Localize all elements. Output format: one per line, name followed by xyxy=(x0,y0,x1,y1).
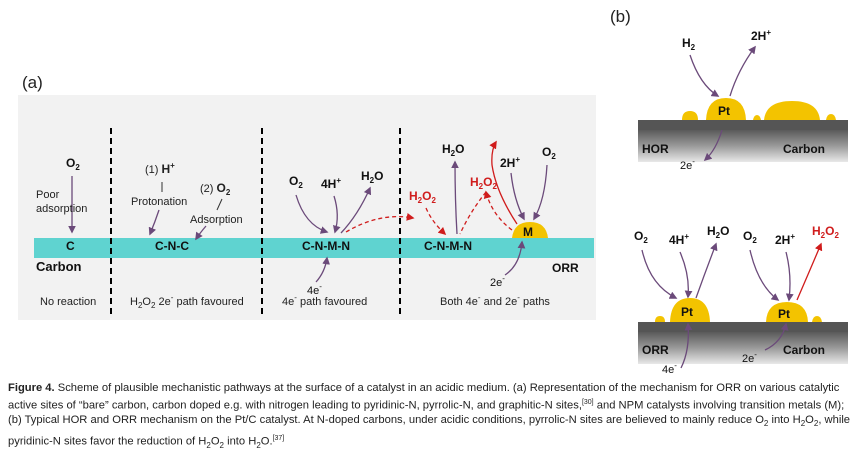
panel-a-label: (a) xyxy=(22,73,43,92)
e-arrow xyxy=(703,129,723,162)
h2o2-label-left: H2O2 xyxy=(409,189,436,205)
o2-arrow xyxy=(195,225,207,241)
site-cnc: C-N-C xyxy=(155,239,189,253)
red-dashed-arrow-2 xyxy=(483,190,513,231)
figure-caption: Figure 4. Scheme of plausible mechanisti… xyxy=(8,382,851,450)
h2-arrow xyxy=(689,54,720,97)
section-cnmn: O2 4H+ H2O C-N-M-N 4e- 4e- path favoured xyxy=(282,169,415,308)
h2p-label: 2H+ xyxy=(751,28,771,43)
protonation-label: Protonation xyxy=(131,196,187,208)
h2o-arrow xyxy=(340,186,372,234)
e4-label: 4e- xyxy=(307,282,322,297)
h2o2-arrow xyxy=(796,242,823,301)
h4-label: 4H+ xyxy=(321,176,341,191)
hor-label: HOR xyxy=(642,142,669,156)
site-cnmn-2: C-N-M-N xyxy=(424,239,472,253)
red-dashed-arrow xyxy=(345,213,415,233)
carbon-label: Carbon xyxy=(783,343,825,357)
both-paths-label: Both 4e- and 2e- paths xyxy=(440,293,550,308)
red-dashed-link xyxy=(459,191,487,235)
h2-label: 2H+ xyxy=(775,232,795,247)
site-c: C xyxy=(66,239,75,253)
adsorption-label: adsorption xyxy=(36,203,87,215)
site-cnmn: C-N-M-N xyxy=(302,239,350,253)
section-bare-carbon: O2 Poor adsorption C Carbon No reaction xyxy=(36,156,96,308)
e2-arrow xyxy=(764,322,789,351)
e2-label: 2e- xyxy=(742,350,757,365)
h2-label: H2 xyxy=(682,36,696,52)
o2b-arrow xyxy=(749,249,780,301)
e4-arrow xyxy=(680,322,693,369)
h2o2-label-right: H2O2 xyxy=(470,175,497,191)
poor-label: Poor xyxy=(36,189,60,201)
orr-label: ORR xyxy=(642,343,669,357)
hor-diagram: Pt H2 2H+ HOR Carbon 2e- xyxy=(638,28,848,172)
h4-arrow xyxy=(333,195,341,234)
e-label: 2e- xyxy=(680,157,695,172)
pt-label-left: Pt xyxy=(681,305,693,319)
e2-arrow xyxy=(504,240,526,276)
h2o-label: H2O xyxy=(361,169,383,185)
section-cnc: (1) H+ Protonation (2) O2 Adsorption C-N… xyxy=(130,161,244,310)
o2-arrow xyxy=(295,194,329,234)
panel-b-label: (b) xyxy=(610,7,631,26)
o2-line xyxy=(216,198,223,211)
h2-arrow xyxy=(510,172,525,221)
e4-arrow xyxy=(315,256,330,283)
o2-label: O2 xyxy=(66,156,80,172)
carbon-label: Carbon xyxy=(36,259,82,274)
no-reaction-label: No reaction xyxy=(40,296,96,308)
o2-arrow xyxy=(641,249,678,299)
h4-label: 4H+ xyxy=(669,232,689,247)
four-e-path-label: 4e- path favoured xyxy=(282,293,367,308)
h2-arrow xyxy=(785,251,794,302)
e2-label: 2e- xyxy=(490,274,505,289)
h2-label: 2H+ xyxy=(500,155,520,170)
red-arrow-up xyxy=(489,140,518,225)
h2o2-path-label: H2O2 2e- path favoured xyxy=(130,293,244,310)
o2-label: O2 xyxy=(542,145,556,161)
o2-label: O2 xyxy=(289,174,303,190)
o2-label: O2 xyxy=(634,229,648,245)
red-dashed-arrow-1 xyxy=(425,207,447,236)
o2-arrow xyxy=(533,164,548,221)
pt-label: Pt xyxy=(718,104,730,118)
o2-label: (2) O2 xyxy=(200,181,231,197)
orr-diagram: Pt Pt O2 4H+ H2O O2 2H+ H2O2 ORR Carbon … xyxy=(634,224,848,376)
metal-particle xyxy=(512,222,548,238)
adsorption-label: Adsorption xyxy=(190,214,243,226)
e4-label: 4e- xyxy=(662,361,677,376)
h2o2-label: H2O2 xyxy=(812,224,839,240)
h2o-arrow xyxy=(451,160,459,235)
section-cnmn-metal: M C-N-M-N H2O2 H2O H2O2 2H+ O2 2e- ORR B… xyxy=(409,140,579,308)
h2p-arrow xyxy=(729,45,756,97)
carbon-label: Carbon xyxy=(783,142,825,156)
panel-a-background xyxy=(18,95,596,320)
figure-graphic: (a) O2 Poor adsorption C Carbon No react… xyxy=(18,7,848,376)
metal-label: M xyxy=(523,225,533,239)
pt-label-right: Pt xyxy=(778,307,790,321)
orr-label: ORR xyxy=(552,261,579,275)
o2b-label: O2 xyxy=(743,229,757,245)
h2o-label: H2O xyxy=(707,224,729,240)
h4-arrow xyxy=(679,251,693,299)
figure-number: Figure 4. xyxy=(8,382,55,394)
h2o-label: H2O xyxy=(442,142,464,158)
h2o-arrow xyxy=(695,242,718,299)
proton-label: (1) H+ xyxy=(145,161,175,176)
proton-arrow xyxy=(148,209,160,236)
carbon-layer xyxy=(34,238,594,258)
